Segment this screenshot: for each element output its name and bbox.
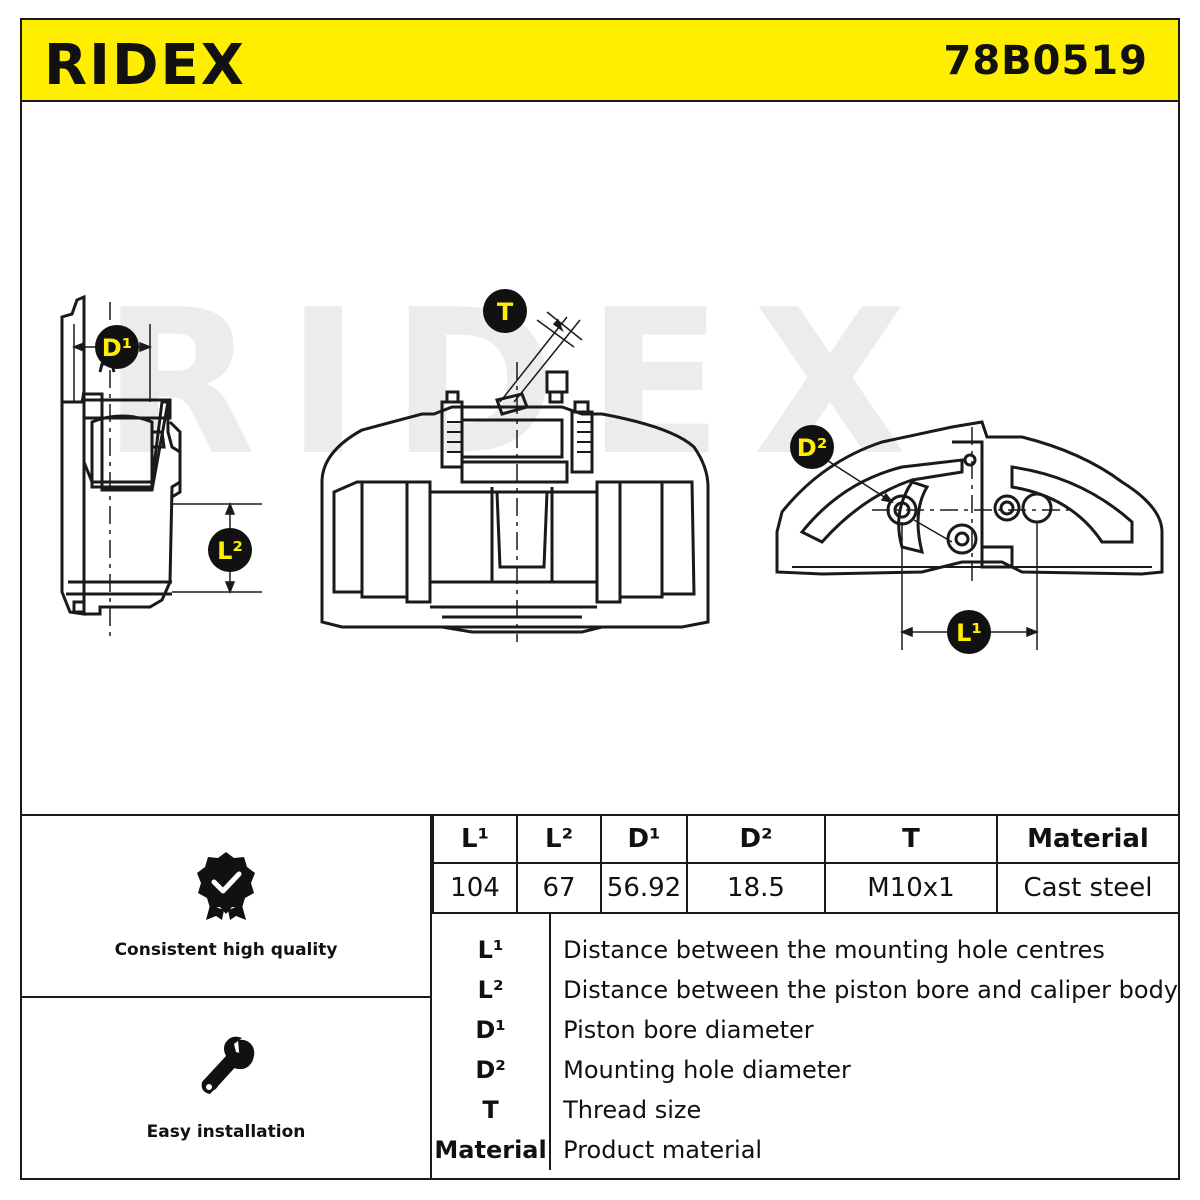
legend-row: L¹ Distance between the mounting hole ce…	[432, 914, 1178, 970]
legend-desc: Piston bore diameter	[563, 1016, 814, 1044]
badge-t: T	[483, 289, 527, 333]
legend-row: T Thread size	[432, 1090, 1178, 1130]
legend-row: L² Distance between the piston bore and …	[432, 970, 1178, 1010]
badge-l1-text: L¹	[956, 619, 982, 647]
spec-header-l1: L¹	[432, 816, 518, 864]
badge-l1: L¹	[947, 610, 991, 654]
legend-desc: Distance between the mounting hole centr…	[563, 936, 1105, 964]
badge-d2-text: D²	[797, 434, 827, 462]
badge-d2: D²	[790, 425, 834, 469]
legend-desc: Mounting hole diameter	[563, 1056, 851, 1084]
ridex-logo: RIDEX	[44, 34, 246, 92]
brand-logo-text: RIDEX	[44, 34, 246, 92]
quality-badge-icon	[197, 852, 255, 920]
legend-key: L²	[432, 970, 552, 1010]
spec-header-material: Material	[996, 816, 1178, 864]
legend-desc: Thread size	[563, 1096, 702, 1124]
legend-row: Material Product material	[432, 1130, 1178, 1170]
badge-l2: L²	[208, 528, 252, 572]
part-number: 78B0519	[943, 38, 1148, 84]
spec-header-t: T	[824, 816, 998, 864]
legend-key: T	[432, 1090, 552, 1130]
caliper-front-view	[320, 362, 710, 642]
spec-header-d1: D¹	[600, 816, 688, 864]
caliper-top-view	[775, 420, 1164, 582]
legend-key: D¹	[432, 1010, 552, 1050]
legend-key: D²	[432, 1050, 552, 1090]
badge-l2-text: L²	[217, 537, 243, 565]
spec-header-l2: L²	[516, 816, 602, 864]
spec-value-l1: 104	[432, 862, 518, 914]
spec-value-l2: 67	[516, 862, 602, 914]
product-sheet: RIDEX 78B0519 RIDEX	[20, 18, 1180, 1180]
spec-value-d1: 56.92	[600, 862, 688, 914]
feature-installation: Easy installation	[22, 998, 430, 1180]
dimension-l1	[899, 522, 1040, 650]
badge-d1: D¹	[95, 325, 139, 369]
header-bar: RIDEX 78B0519	[22, 20, 1178, 102]
badge-t-text: T	[497, 298, 514, 326]
dimension-t	[499, 311, 583, 403]
feature-quality: Consistent high quality	[22, 816, 430, 998]
spec-value-row: 104 67 56.92 18.5 M10x1 Cast steel	[432, 862, 1178, 914]
wrench-icon	[201, 1036, 255, 1094]
specification-table: L¹ L² D¹ D² T Material 104 67 56.92 18.5…	[432, 816, 1178, 914]
spec-value-t: M10x1	[824, 862, 998, 914]
feature-quality-label: Consistent high quality	[114, 940, 338, 960]
legend-desc: Distance between the piston bore and cal…	[563, 976, 1178, 1004]
spec-header-row: L¹ L² D¹ D² T Material	[432, 816, 1178, 864]
dimension-d2	[821, 456, 953, 543]
spec-value-d2: 18.5	[686, 862, 826, 914]
info-panel: Consistent high quality Easy installatio…	[22, 814, 1178, 1180]
feature-installation-label: Easy installation	[146, 1122, 306, 1142]
legend-table: L¹ Distance between the mounting hole ce…	[432, 914, 1178, 1170]
legend-desc: Product material	[563, 1136, 763, 1164]
legend-row: D² Mounting hole diameter	[432, 1050, 1178, 1090]
legend-key: L¹	[432, 914, 552, 970]
spec-value-material: Cast steel	[996, 862, 1178, 914]
legend-key: Material	[432, 1130, 552, 1170]
spec-header-d2: D²	[686, 816, 826, 864]
badge-d1-text: D¹	[102, 334, 132, 362]
legend-row: D¹ Piston bore diameter	[432, 1010, 1178, 1050]
technical-drawing: RIDEX D¹	[60, 267, 1164, 654]
features-panel: Consistent high quality Easy installatio…	[22, 816, 432, 1180]
